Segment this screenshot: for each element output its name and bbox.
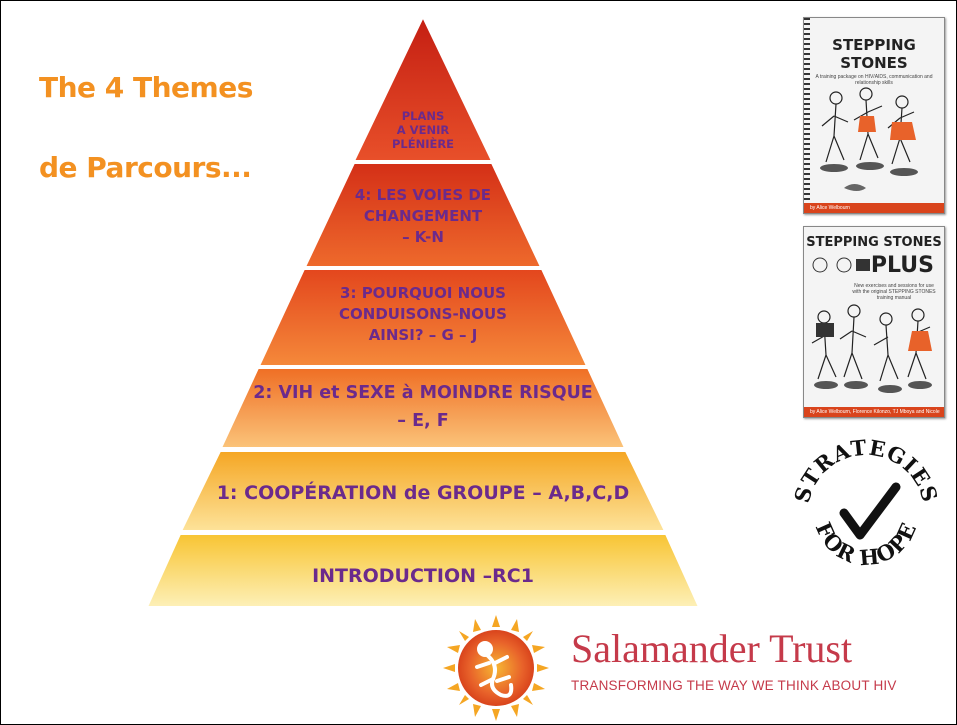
salamander-trust-name: Salamander Trust [571,626,853,671]
tier-1-label: 1: COOPÉRATION de GROUPE – A,B,C,D [216,482,630,504]
stepping-stones-book-cover: STEPPING STONES A training package on HI… [803,17,945,214]
book2-subtitle: New exercises and sessions for use with … [852,283,936,301]
salamander-trust-tagline: TRANSFORMING THE WAY WE THINK ABOUT HIV [571,678,897,693]
book1-author: by Alice Welbourn [804,203,944,213]
stepping-stones-plus-book-cover: STEPPING STONES PLUS New exercises and s… [803,226,945,418]
slide-title-line1: The 4 Themes [39,71,253,104]
tier-base-label: INTRODUCTION –RC1 [312,565,534,587]
pyramid-tier-3 [257,268,589,367]
book2-title-line2: PLUS [870,253,934,278]
tier-top-label: PLANS A VENIR PLÉNIÈRE [391,109,455,151]
slide-title-line2: de Parcours... [39,151,252,184]
pyramid-tier-2 [219,367,627,449]
tier-2-label: 2: VIH et SEXE à MOINDRE RISQUE – E, F [253,383,593,431]
book1-title: STEPPING STONES [832,36,916,72]
book2-logos [812,255,872,275]
tier-3-label: 3: POURQUOI NOUS CONDUISONS-NOUS AINSI? … [339,284,507,344]
book2-title-line1: STEPPING STONES [806,235,942,250]
dancing-figures-illustration [820,87,918,191]
strategies-for-hope-logo: STRATEGIES FOR HOPE [789,435,943,571]
book2-author: by Alice Welbourn, Florence Kilonzo, TJ … [804,407,944,417]
svg-text:STRATEGIES: STRATEGIES [789,435,943,506]
pyramid-tier-1 [179,450,667,532]
tier-4-label: 4: LES VOIES DE CHANGEMENT – K-N [354,186,492,246]
dancing-figures-illustration [811,304,932,393]
pyramid-tier-4 [303,162,543,268]
salamander-icon [475,641,514,698]
pyramid-tier-top [352,14,494,162]
spiral-binding [804,18,810,213]
checkmark-icon [839,482,901,540]
pyramid-tier-base [145,533,701,608]
salamander-sun-logo [443,615,549,721]
logo-text-top: STRATEGIES [789,435,942,506]
book1-subtitle: A training package on HIV/AIDS, communic… [815,74,933,86]
